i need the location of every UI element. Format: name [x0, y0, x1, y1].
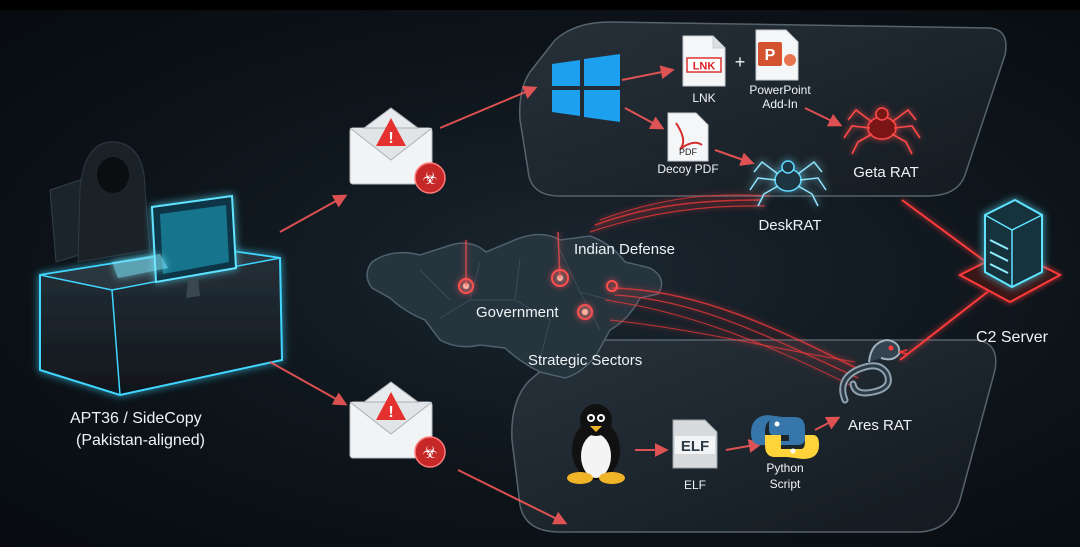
ares-rat-label: Ares RAT [848, 417, 912, 434]
biohazard-icon [414, 436, 446, 468]
exfil-streams [589, 194, 861, 386]
strategic-marker [577, 304, 593, 320]
python-icon [751, 415, 819, 459]
svg-text:ELF: ELF [681, 438, 709, 455]
target-strategic-sectors: Strategic Sectors [528, 352, 642, 369]
monitor [150, 194, 238, 284]
python-label-line1: Python [766, 461, 803, 475]
svg-text:!: ! [388, 404, 393, 421]
svg-text:P: P [765, 47, 776, 64]
phishing-email-top: ! ☣ [349, 107, 446, 194]
top-black-bar [0, 0, 1080, 10]
pdf-file-icon: PDF [667, 112, 709, 162]
linux-tux-icon [567, 404, 625, 484]
svg-text:LNK: LNK [693, 61, 716, 73]
deskrat-label: DeskRAT [758, 217, 821, 234]
elf-label: ELF [684, 478, 706, 492]
india-map [366, 233, 663, 379]
keyboard [112, 254, 168, 278]
windows-logo-icon [552, 54, 620, 122]
plus-sign: + [735, 52, 746, 72]
ares-rat-snake-icon [839, 338, 908, 404]
geta-rat-spider-icon [843, 107, 921, 155]
warning-icon [376, 392, 406, 420]
elf-file-icon: ELF [672, 419, 718, 469]
hacker-figure [77, 141, 151, 263]
c2-server-label: C2 Server [976, 329, 1049, 346]
deskrat-spider-icon [749, 160, 827, 207]
flow-arrows [269, 65, 843, 525]
phishing-email-bottom: ! ☣ [349, 381, 446, 468]
powerpoint-icon: P [755, 29, 799, 81]
svg-text:☣: ☣ [422, 169, 437, 189]
actor-name: APT36 / SideCopy [70, 410, 202, 427]
c2-links [899, 199, 991, 361]
lnk-label: LNK [692, 91, 715, 105]
actor-affiliation: (Pakistan-aligned) [76, 432, 205, 449]
svg-text:!: ! [388, 130, 393, 147]
powerpoint-label-line1: PowerPoint [749, 83, 811, 97]
pdf-label: Decoy PDF [657, 162, 718, 176]
server-icon [984, 198, 1043, 289]
biohazard-icon [414, 162, 446, 194]
target-indian-defense: Indian Defense [574, 241, 675, 258]
attacker-workstation [39, 141, 284, 397]
powerpoint-label-line2: Add-In [762, 97, 797, 111]
windows-platform [518, 21, 1007, 197]
lnk-file-icon: LNK [682, 35, 726, 87]
svg-text:☣: ☣ [422, 443, 437, 463]
python-label-line2: Script [770, 477, 801, 491]
warning-icon [376, 118, 406, 146]
geta-rat-label: Geta RAT [853, 164, 919, 181]
svg-text:PDF: PDF [679, 147, 698, 157]
target-markers [458, 231, 618, 320]
target-government: Government [476, 304, 559, 321]
